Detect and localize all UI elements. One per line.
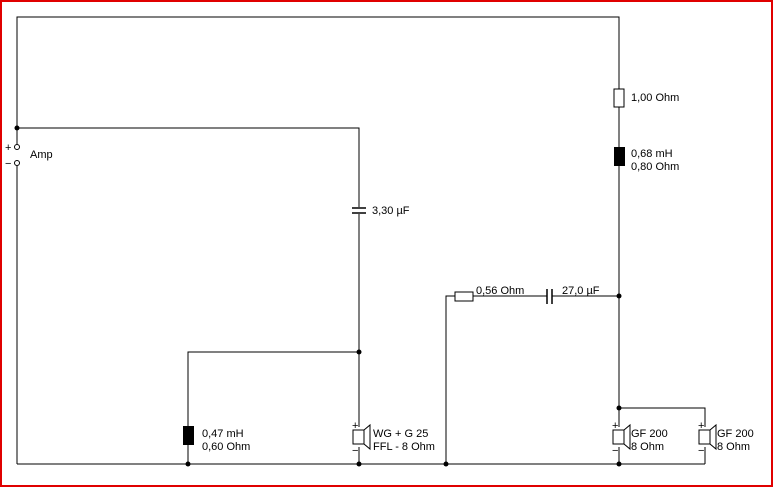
capacitor-3-30uF: 3,30 µF — [352, 205, 410, 217]
amp-source: + − Amp — [5, 142, 53, 170]
junction-dots — [14, 125, 622, 467]
speaker-name: GF 200 — [717, 428, 754, 440]
capacitor-27-0uF: 27,0 µF — [546, 285, 600, 304]
speaker-impedance: FFL - 8 Ohm — [373, 441, 435, 453]
inductor-value: 0,47 mH — [202, 428, 244, 440]
inductor-value: 0,68 mH — [631, 148, 673, 160]
plus-sign: + — [612, 420, 618, 432]
plus-sign: + — [698, 420, 704, 432]
inductor-0-68mH: 0,68 mH 0,80 Ohm — [614, 147, 679, 173]
minus-sign: − — [612, 445, 618, 457]
speaker-woofer-2: + − GF 200 8 Ohm — [698, 420, 754, 457]
inductor-0-47mH: 0,47 mH 0,60 Ohm — [183, 426, 250, 453]
plus-sign: + — [5, 142, 11, 154]
inductor-resistance: 0,80 Ohm — [631, 161, 679, 173]
capacitor-value: 27,0 µF — [562, 285, 600, 297]
minus-sign: − — [698, 445, 704, 457]
resistor-value: 1,00 Ohm — [631, 92, 679, 104]
amp-label: Amp — [30, 149, 53, 161]
minus-sign: − — [5, 158, 11, 170]
speaker-name: WG + G 25 — [373, 428, 428, 440]
speaker-impedance: 8 Ohm — [631, 441, 664, 453]
speaker-woofer-1: + − GF 200 8 Ohm — [612, 420, 668, 457]
capacitor-value: 3,30 µF — [372, 205, 410, 217]
resistor-1-00ohm: 1,00 Ohm — [613, 88, 679, 108]
minus-sign: − — [352, 445, 358, 457]
wires — [16, 16, 706, 465]
speaker-name: GF 200 — [631, 428, 668, 440]
speaker-impedance: 8 Ohm — [717, 441, 750, 453]
plus-sign: + — [352, 420, 358, 432]
resistor-0-56ohm: 0,56 Ohm — [454, 285, 524, 302]
speaker-tweeter: + − WG + G 25 FFL - 8 Ohm — [352, 420, 435, 457]
inductor-resistance: 0,60 Ohm — [202, 441, 250, 453]
resistor-value: 0,56 Ohm — [476, 285, 524, 297]
